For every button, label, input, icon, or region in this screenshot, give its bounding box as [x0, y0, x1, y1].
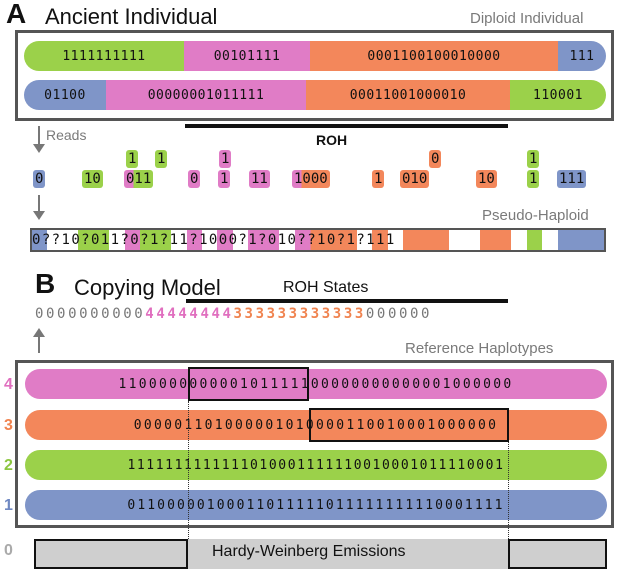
pseudo-cell: [480, 230, 512, 250]
read-chip: 1: [527, 170, 540, 188]
roh-copy-box-state-3: [309, 408, 509, 442]
hw-box-left: [34, 539, 188, 569]
pseudo-haploid-label: Pseudo-Haploid: [482, 207, 589, 224]
hap1-seg-blue: 111: [558, 41, 606, 71]
pseudo-cell: [294, 230, 357, 250]
pseudo-cell: [402, 230, 450, 250]
state-seq-threes: 333333333333: [233, 306, 366, 322]
pseudo-haploid-strip: [32, 230, 604, 250]
read-chip: 10: [476, 170, 497, 188]
pseudo-cell: [356, 230, 373, 250]
hw-emissions-bar: [34, 539, 607, 569]
reads-arrowhead-icon: [33, 144, 45, 153]
pseudo-cell: [248, 230, 280, 250]
pseudo-cell: [511, 230, 527, 250]
pseudo-cell: [47, 230, 79, 250]
pseudo-cell: [202, 230, 218, 250]
read-chip: 1000: [292, 170, 330, 188]
read-chip: 010: [400, 170, 430, 188]
pseudo-cell: [449, 230, 481, 250]
pseudo-cell: [232, 230, 249, 250]
read-chip: 0: [33, 170, 46, 188]
reference-haplotype-text: 01100000100011011111011111111110001111: [127, 497, 505, 513]
read-chip: 1: [126, 150, 139, 168]
roh-states-label: ROH States: [283, 279, 369, 296]
read-chip: 1: [155, 150, 168, 168]
pseudo-cell: [124, 230, 172, 250]
pseudo-cell: [387, 230, 403, 250]
pseudo-cell: [542, 230, 558, 250]
reads-label: Reads: [46, 127, 87, 143]
reference-haplotype-3: 000001101000001010000110010001000000: [25, 410, 607, 440]
read-chip: 1: [527, 150, 540, 168]
pseudo-cell: [526, 230, 543, 250]
reads-arrow-icon: [38, 126, 40, 146]
panel-title-a: Ancient Individual: [45, 4, 218, 29]
pseudo-cell: [557, 230, 604, 250]
pseudo-cell: [186, 230, 203, 250]
hw-emissions-label: Hardy-Weinberg Emissions: [212, 543, 406, 560]
hap2-seg-green: 110001: [510, 80, 606, 110]
reference-haplotypes-label: Reference Haplotypes: [405, 340, 554, 357]
panel-title-b: Copying Model: [74, 275, 221, 300]
state-number-3: 3: [4, 417, 13, 434]
reference-haplotype-text: 1111111111111010001111110010001011110001: [127, 457, 505, 473]
roh-label: ROH: [316, 132, 348, 148]
panel-letter-b: B: [35, 268, 56, 299]
state-number-0: 0: [4, 542, 13, 559]
hap1-seg-pink: 00101111: [184, 41, 310, 71]
pseudo-haploid-text: 0??10?011?0?1?11?1000?1?010??10?1?111: [32, 232, 396, 248]
diploid-label: Diploid Individual: [470, 10, 584, 27]
pseudo-cell: [32, 230, 48, 250]
roh-copy-box-state-4: [188, 367, 309, 401]
pseudo-haploid-frame: [30, 228, 606, 252]
pseudo-cell: [109, 230, 125, 250]
pseudo-cell: [279, 230, 295, 250]
state-number-2: 2: [4, 457, 13, 474]
read-chip: 1: [372, 170, 385, 188]
hap2-seg-blue: 01100: [24, 80, 106, 110]
roh-boundary-left: [188, 401, 189, 539]
state-seq-zeros-right: 000000: [365, 306, 433, 322]
reference-haplotype-text: 000001101000001010000110010001000000: [133, 417, 499, 433]
pseudo-cell: [217, 230, 233, 250]
reference-frame: [15, 360, 614, 528]
state-seq-zeros-left: 0000000000: [35, 306, 146, 322]
pseudo-cell: [78, 230, 110, 250]
state-number-4: 4: [4, 376, 13, 393]
state-number-1: 1: [4, 497, 13, 514]
read-chip: 111: [557, 170, 587, 188]
hap2-seg-pink: 00000001011111: [106, 80, 306, 110]
diploid-frame: [15, 30, 614, 121]
read-chip: 1: [219, 150, 232, 168]
hap1-seg-green: 1111111111: [24, 41, 184, 71]
read-chip: 011: [124, 170, 154, 188]
state-sequence: 000000000044444444333333333333000000: [35, 306, 432, 322]
reference-haplotype-2: 1111111111111010001111110010001011110001: [25, 450, 607, 480]
up-arrow-icon: [38, 335, 40, 353]
hap1-seg-orange: 0001100100010000: [310, 41, 558, 71]
read-chip: 10: [82, 170, 103, 188]
haplotype-1-bar: 1111111111 00101111 0001100100010000 111: [24, 41, 606, 71]
panel-letter-a: A: [6, 0, 27, 29]
reference-haplotype-text: 110000000000101111100000000000001000000: [118, 376, 514, 392]
roh-states-line: [186, 299, 508, 303]
hw-box-right: [508, 539, 607, 569]
pseudo-arrowhead-icon: [33, 211, 45, 220]
pseudo-cell: [171, 230, 187, 250]
pseudo-arrow-icon: [38, 195, 40, 213]
hap2-seg-orange: 00011001000010: [306, 80, 510, 110]
state-seq-fours: 44444444: [145, 306, 234, 322]
reference-haplotype-4: 110000000000101111100000000000001000000: [25, 369, 607, 399]
read-chip: 0: [188, 170, 201, 188]
up-arrowhead-icon: [33, 328, 45, 337]
reference-haplotype-1: 01100000100011011111011111111110001111: [25, 490, 607, 520]
haplotype-2-bar: 01100 00000001011111 00011001000010 1100…: [24, 80, 606, 110]
roh-boundary-right: [508, 442, 509, 539]
roh-line: [185, 124, 508, 128]
read-chip: 1: [218, 170, 231, 188]
read-chip: 0: [429, 150, 442, 168]
pseudo-cell: [372, 230, 388, 250]
read-chip: 11: [249, 170, 270, 188]
